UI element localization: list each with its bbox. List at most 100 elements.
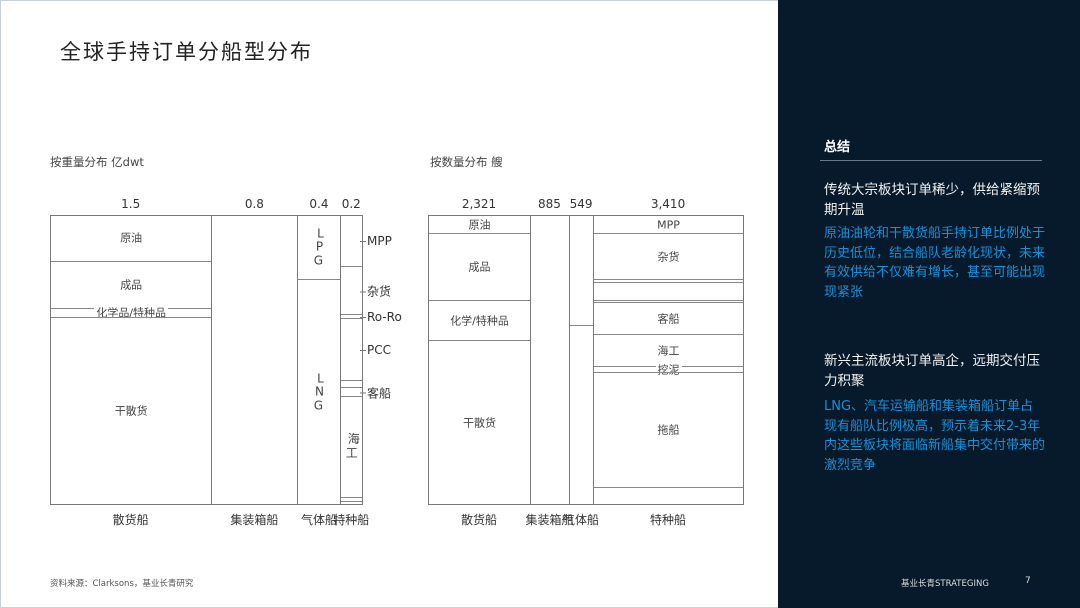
segment-label-text: 原油	[466, 218, 493, 232]
segment-label: 海工	[345, 432, 360, 462]
segment-label-text: 海工	[345, 432, 360, 461]
segment-干散货: 干散货	[429, 339, 531, 504]
segment-label: 杂货	[359, 283, 391, 300]
category-label: 散货船	[112, 513, 149, 527]
segment	[531, 216, 569, 504]
column-value-label: 0.2	[341, 197, 361, 211]
segment-干散货: 干散货	[51, 316, 212, 504]
point-title-2: 新兴主流板块订单高企，远期交付压力积聚	[824, 353, 1040, 389]
segment-label-text: LPG	[313, 225, 326, 268]
segment-label: PCC	[359, 343, 391, 357]
segment-label: MPP	[359, 234, 392, 248]
segment-成品: 成品	[51, 260, 212, 309]
divider	[820, 160, 1042, 161]
segment-label: 成品	[51, 278, 211, 292]
segment-杂货: 杂货	[594, 233, 743, 279]
segment-label-text: 化学/特种品	[448, 314, 511, 328]
segment-label: 化学品/特种品	[51, 306, 211, 320]
segment-label-text: 干散货	[461, 416, 499, 430]
summary-panel: 总结 传统大宗板块订单稀少，供给紧缩预期升温 原油油轮和干散货船手持订单比例处于…	[778, 0, 1080, 608]
segment-拖船: 拖船	[594, 371, 743, 487]
segment-label-text: 成品	[118, 278, 145, 292]
category-label: 散货船	[461, 513, 498, 527]
segment-label-text: 挖泥	[655, 363, 682, 377]
segment-label: LNG	[313, 370, 326, 413]
segment-海工: 海工	[594, 334, 743, 366]
segment-label-text: 干散货	[112, 404, 150, 418]
source-note: 资料来源：Clarksons，基业长青研究	[50, 579, 194, 589]
chart-title-dwt: 按重量分布 亿dwt	[50, 155, 144, 169]
segment-label: 杂货	[594, 250, 743, 264]
segment-label-text: MPP	[655, 218, 682, 232]
segment	[341, 501, 362, 504]
segment-客船: 客船	[594, 302, 743, 334]
page-number: 7	[1025, 576, 1031, 586]
category-label: 气体船	[300, 513, 337, 527]
column-集装箱船	[530, 215, 570, 505]
segment-原油: 原油	[429, 216, 530, 233]
column-value-label: 3,410	[650, 197, 686, 211]
segment	[594, 486, 743, 504]
category-label: 集装箱船	[230, 513, 279, 527]
segment	[341, 496, 362, 501]
segment-化学/特种品: 化学/特种品	[429, 299, 531, 340]
point-body-1: 原油油轮和干散货船手持订单比例处于历史低位，结合船队老龄化现状，未来有效供给不仅…	[824, 226, 1046, 300]
segment-label: 成品	[429, 260, 530, 274]
segment	[594, 299, 743, 303]
column-value-label: 0.4	[309, 197, 329, 211]
segment	[212, 216, 297, 504]
brand-label: 基业长青STRATEGING	[901, 579, 989, 589]
segment-label-text: 拖船	[655, 423, 682, 437]
segment-PCC: PCC	[341, 318, 391, 380]
point-title-1: 传统大宗板块订单稀少，供给紧缩预期升温	[824, 182, 1040, 218]
segment-MPP: MPP	[594, 216, 743, 233]
segment-label: Ro-Ro	[359, 310, 402, 324]
page-title: 全球手持订单分船型分布	[60, 40, 313, 64]
segment-label-text: 原油	[118, 231, 145, 245]
summary-heading: 总结	[824, 140, 851, 155]
segment	[569, 325, 594, 504]
segment-MPP: MPP	[341, 216, 392, 266]
column-value-label: 885	[538, 197, 561, 211]
category-label: 特种船	[333, 513, 370, 527]
category-label: 特种船	[650, 513, 687, 527]
segment-label: 客船	[359, 384, 391, 401]
segment-label: MPP	[594, 218, 743, 232]
segment-原油: 原油	[51, 216, 211, 261]
column-value-label: 0.8	[244, 197, 264, 211]
segment	[594, 282, 743, 299]
segment-LPG: LPG	[298, 216, 340, 279]
segment-杂货: 杂货	[341, 266, 391, 314]
column-散货船: 原油成品化学/特种品干散货	[428, 215, 532, 505]
segment-label: LPG	[313, 225, 326, 268]
column-value-label: 1.5	[121, 197, 141, 211]
segment-label: 海工	[594, 344, 743, 358]
segment	[570, 216, 593, 325]
segment-label-text: 海工	[655, 344, 682, 358]
segment-label: 客船	[594, 312, 743, 326]
category-label: 集装箱船	[525, 513, 574, 527]
segment	[594, 279, 743, 282]
segment-label: 挖泥	[594, 363, 743, 377]
segment-label: 原油	[429, 218, 530, 232]
category-label: 气体船	[563, 513, 600, 527]
column-气体船: LPG LNG	[297, 215, 342, 505]
segment-海工: 海工	[341, 396, 362, 497]
segment-label-text: LNG	[313, 370, 326, 413]
column-value-label: 2,321	[461, 197, 497, 211]
segment-label: 原油	[51, 231, 211, 245]
segment-label-text: 杂货	[655, 250, 682, 264]
segment-label: 化学/特种品	[429, 314, 530, 328]
segment-label: 拖船	[594, 423, 743, 437]
segment-label-text: 化学品/特种品	[94, 306, 169, 320]
segment-label: 干散货	[51, 404, 211, 418]
segment-LNG: LNG	[298, 279, 341, 504]
segment	[341, 380, 362, 387]
segment-客船: 客船	[341, 386, 391, 400]
column-散货船: 原油成品化学品/特种品干散货	[50, 215, 213, 505]
chart-title-count: 按数量分布 艘	[430, 155, 503, 169]
segment-label: 干散货	[429, 416, 530, 430]
